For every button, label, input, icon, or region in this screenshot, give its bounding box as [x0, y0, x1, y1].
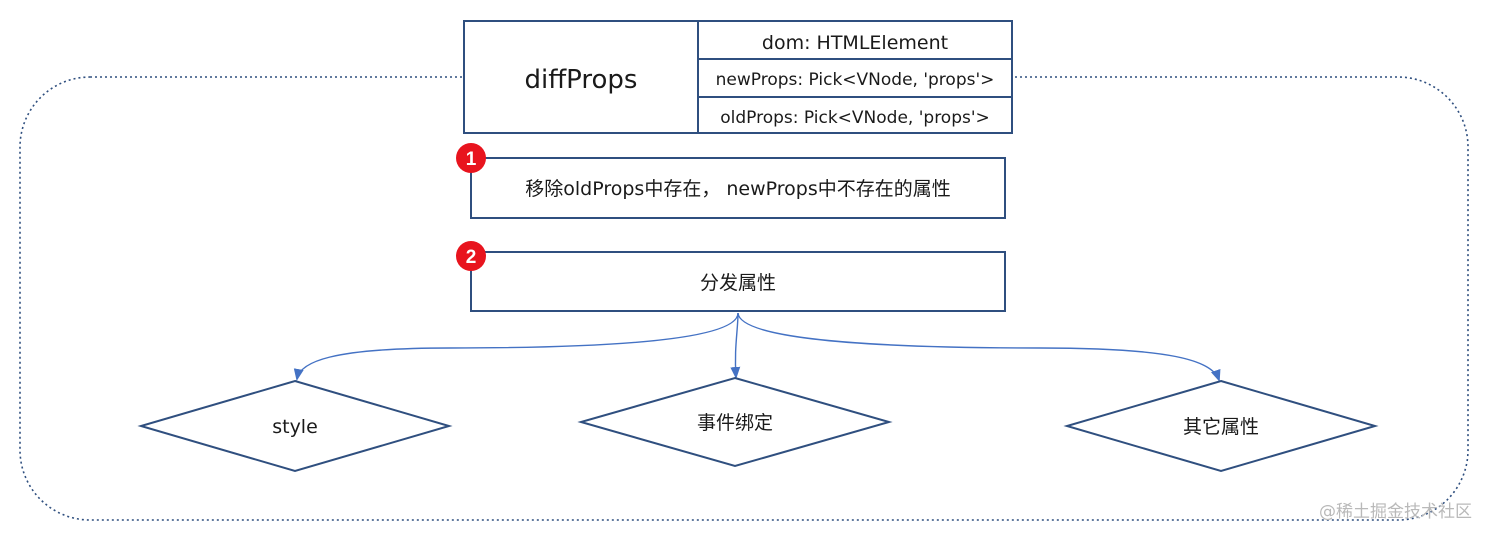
step-1-box: 移除oldProps中存在， newProps中不存在的属性 [470, 157, 1006, 219]
param-dom: dom: HTMLElement [762, 32, 948, 54]
branch-event-binding-label: 事件绑定 [697, 412, 773, 434]
branch-style-label: style [272, 416, 318, 438]
step-1-label: 移除oldProps中存在， newProps中不存在的属性 [525, 178, 950, 200]
step-2-badge: 2 [456, 241, 486, 271]
step-1-badge: 1 [456, 143, 486, 173]
branch-style: style [137, 379, 453, 473]
branch-other-props: 其它属性 [1063, 379, 1379, 473]
arrow-to-style [293, 312, 739, 381]
watermark: @稀土掘金技术社区 [1319, 502, 1472, 522]
param-oldprops: oldProps: Pick<VNode, 'props'> [720, 108, 990, 128]
arrow-to-other-props [737, 312, 1221, 382]
arrow-to-event-binding [730, 312, 741, 379]
step-1-badge-number: 1 [466, 149, 477, 170]
param-newprops: newProps: Pick<VNode, 'props'> [716, 70, 995, 90]
branch-other-props-label: 其它属性 [1183, 416, 1259, 438]
function-name: diffProps [525, 65, 638, 95]
step-2-badge-number: 2 [466, 247, 477, 268]
step-2-label: 分发属性 [700, 272, 776, 294]
step-2-box: 分发属性 [470, 251, 1006, 312]
branch-event-binding: 事件绑定 [577, 376, 893, 468]
function-signature-box: diffProps dom: HTMLElement newProps: Pic… [463, 20, 1013, 134]
